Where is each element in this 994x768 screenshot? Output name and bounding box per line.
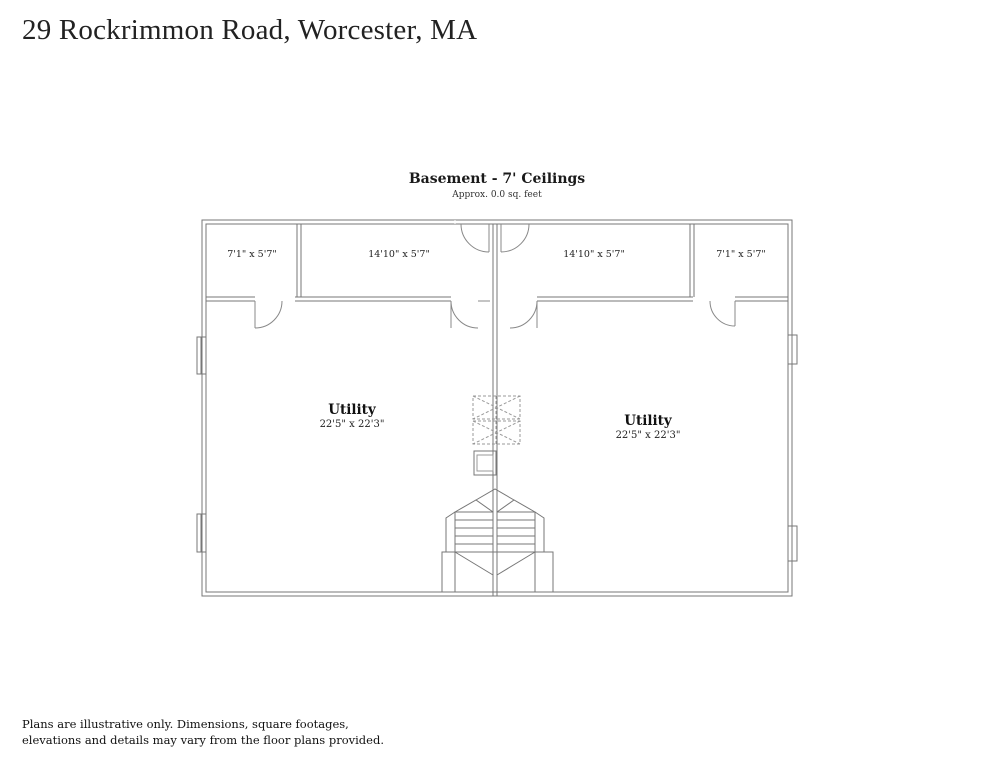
room-dimensions: 14'10" x 5'7" — [563, 249, 625, 260]
approx-area-label: Approx. 0.0 sq. feet — [452, 190, 542, 200]
room-name: Utility — [328, 402, 377, 418]
property-address-title: 29 Rockrimmon Road, Worcester, MA — [22, 14, 478, 46]
room-dimensions: 7'1" x 5'7" — [716, 249, 766, 260]
floor-level-heading: Basement - 7' Ceilings — [408, 171, 586, 187]
disclaimer-line: elevations and details may vary from the… — [22, 733, 384, 747]
room-dimensions: 14'10" x 5'7" — [368, 249, 430, 260]
room-dimensions: 22'5" x 22'3" — [320, 419, 385, 430]
disclaimer-note: Plans are illustrative only. Dimensions,… — [22, 716, 442, 748]
room-dimensions: 22'5" x 22'3" — [616, 430, 681, 441]
disclaimer-line: Plans are illustrative only. Dimensions,… — [22, 717, 349, 731]
room-name: Utility — [624, 413, 673, 429]
room-dimensions: 7'1" x 5'7" — [227, 249, 277, 260]
